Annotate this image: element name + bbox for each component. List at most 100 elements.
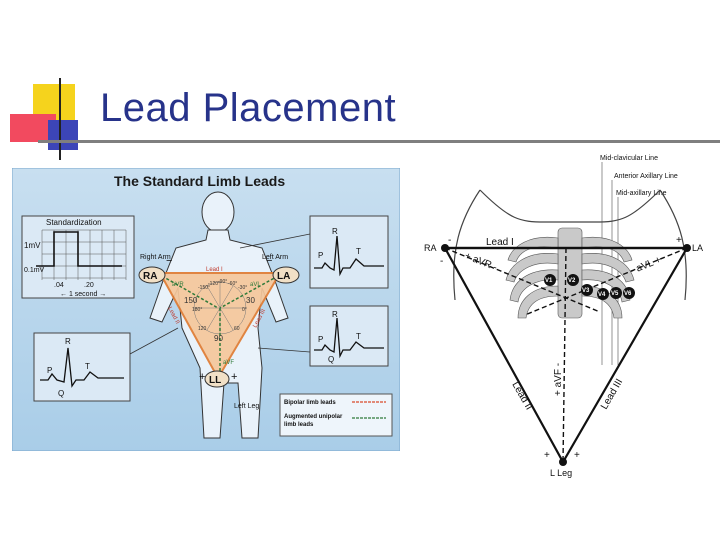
avr-axis — [161, 275, 219, 309]
connector-lead-ii — [129, 327, 179, 355]
v5-label: V5 — [611, 291, 619, 297]
mid-axillary-label: Mid-axillary Line — [616, 190, 667, 197]
chest-leads-diagram: Mid-clavicular Line Anterior Axillary Li… — [424, 155, 703, 478]
v-electrodes — [544, 274, 635, 300]
torso-outline — [453, 189, 687, 301]
chest-ra-minus-lower: - — [440, 256, 443, 267]
ecg-trace-lead-ii — [40, 347, 124, 388]
anterior-axillary-label: Anterior Axillary Line — [614, 173, 678, 180]
limb-lead-i-label: Lead I — [206, 267, 223, 273]
v2-label: V2 — [568, 278, 576, 284]
ecg-ii-r: R — [65, 337, 71, 346]
ecg-ii-p: P — [47, 366, 52, 375]
chest-la-label: LA — [692, 243, 703, 253]
v6-label: V6 — [624, 291, 632, 297]
limb-leads-diagram: The Standard Limb Leads Standardization … — [12, 168, 400, 451]
ll-electrode — [204, 370, 230, 388]
chest-la-plus: + — [676, 235, 682, 246]
la-electrode — [272, 266, 300, 284]
angle-180: 180° — [192, 307, 202, 313]
ecg-box-lead-ii — [33, 332, 131, 402]
lead-legend — [279, 393, 393, 437]
angle-m120: -120° — [208, 281, 220, 287]
ecg-i-t: T — [356, 247, 361, 256]
limb-panel-title: The Standard Limb Leads — [114, 173, 285, 189]
legend-augmented-2: limb leads — [284, 422, 314, 428]
angle-0: 0° — [242, 307, 247, 313]
ecg-box-lead-iii — [309, 305, 389, 367]
presentation-logo — [10, 78, 78, 160]
standardization-label: Standardization — [46, 218, 102, 227]
slide-title: Lead Placement — [100, 86, 397, 130]
legend-augmented-1: Augmented unipolar — [284, 414, 343, 420]
ecg-box-lead-i — [309, 215, 389, 289]
rib-cage — [505, 227, 635, 319]
chest-avl-label: - aVL + — [629, 254, 663, 276]
limb-avr-label: aVR — [172, 282, 184, 288]
avl-axis — [219, 275, 279, 309]
ra-node — [441, 244, 449, 252]
chest-lead-ii-label: Lead II — [509, 380, 534, 412]
t04-label: .04 — [54, 282, 64, 289]
v1-label: V1 — [545, 278, 553, 284]
chest-avr-line — [444, 247, 601, 313]
ecg-iii-r: R — [332, 310, 338, 319]
right-arm-label: Right Arm — [140, 254, 171, 261]
legend-bipolar: Bipolar limb leads — [284, 400, 336, 406]
left-arm-label: Left Arm — [262, 254, 288, 261]
chest-avf-label: + aVF - — [553, 363, 564, 396]
mv01-label: 0.1mV — [24, 267, 45, 274]
ll-plus-sign-right: + — [231, 371, 237, 383]
ecg-ii-t: T — [85, 362, 90, 371]
connector-lead-i — [239, 233, 311, 249]
connector-lead-iii — [257, 347, 311, 353]
angle-m90: -90° — [218, 279, 227, 285]
angle-120: 120 — [198, 326, 207, 332]
ecg-iii-q: Q — [328, 355, 334, 364]
limb-avl-label: aVL — [250, 282, 261, 288]
la-node — [683, 244, 691, 252]
ra-minus-sign: − — [166, 255, 172, 267]
chest-lleg-label: L Leg — [550, 468, 572, 478]
angle-60: 60 — [234, 326, 240, 332]
ecg-iii-t: T — [356, 332, 361, 341]
t20-label: .20 — [84, 282, 94, 289]
ll-electrode-label: LL — [209, 375, 221, 386]
angle-m60: -60° — [228, 281, 237, 287]
ecg-trace-lead-i — [314, 235, 384, 277]
chest-ra-label: RA — [424, 243, 437, 253]
ll-plus-sign-left: + — [199, 371, 205, 383]
left-leg-label: Left Leg — [234, 403, 259, 410]
title-underline — [38, 140, 720, 143]
logo-blue-square — [48, 120, 78, 150]
chest-avr-label: + aVR - — [463, 251, 499, 274]
angle-90: 90 — [214, 334, 223, 343]
angle-30: 30 — [246, 296, 255, 305]
ra-electrode-label: RA — [143, 271, 157, 282]
ra-electrode — [138, 266, 166, 284]
chest-lleg-plus-left: + — [544, 450, 550, 461]
chest-ra-minus: - — [448, 235, 451, 246]
chest-lead-i-label: Lead I — [486, 237, 514, 248]
chest-avl-line — [524, 247, 688, 316]
v4-label: V4 — [598, 292, 606, 298]
lleg-node — [559, 458, 567, 466]
midclavicular-label: Mid-clavicular Line — [600, 155, 658, 162]
ecg-ii-q: Q — [58, 389, 64, 398]
angle-m30: -30° — [238, 285, 247, 291]
one-second-label: ← 1 second → — [60, 291, 106, 298]
limb-avf-label: aVF — [223, 360, 234, 366]
la-electrode-label: LA — [277, 271, 290, 282]
calibration-pulse — [36, 231, 122, 267]
la-minus-sign: − — [266, 255, 272, 267]
mv1-label: 1mV — [24, 241, 41, 250]
angle-m150: -150° — [198, 285, 210, 291]
v3-label: V3 — [582, 288, 590, 294]
chest-lleg-plus-right: + — [574, 450, 580, 461]
ecg-i-p: P — [318, 251, 323, 260]
ecg-iii-p: P — [318, 335, 323, 344]
angle-150: 150 — [184, 296, 198, 305]
ecg-i-r: R — [332, 227, 338, 236]
chest-avf-line — [562, 247, 567, 463]
ecg-trace-lead-iii — [314, 317, 384, 359]
